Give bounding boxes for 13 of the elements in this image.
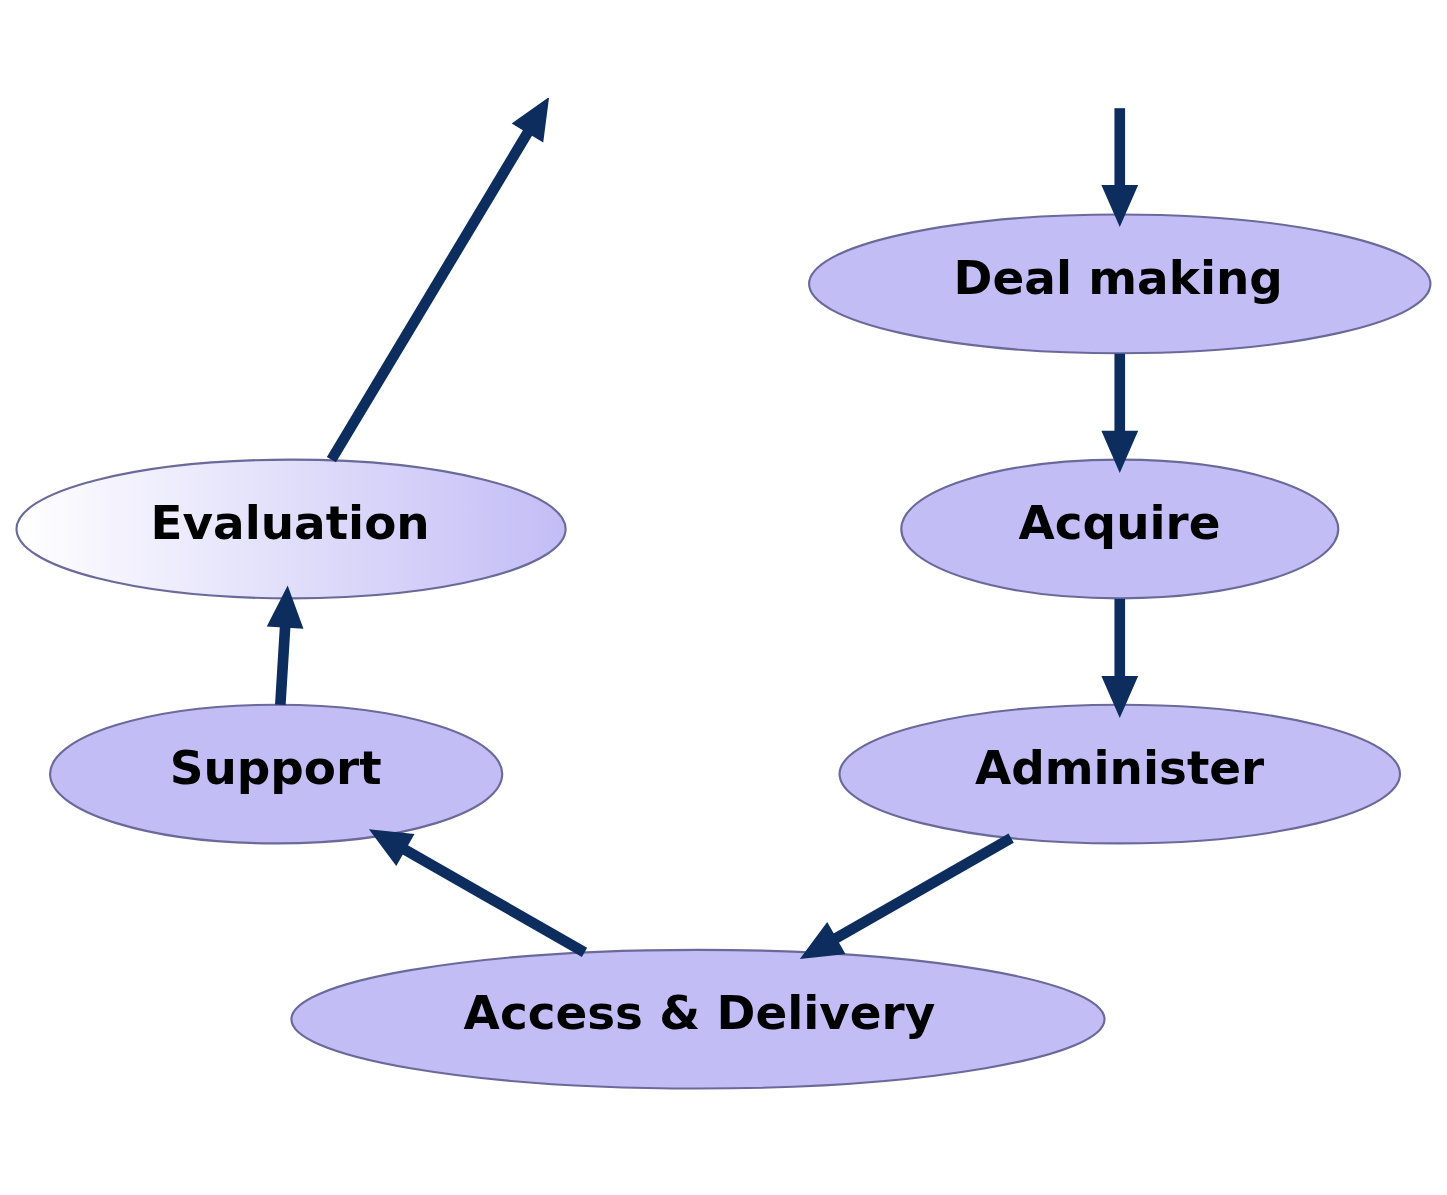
node-ellipse: Access & Delivery — [290, 948, 1106, 1090]
node-ellipse: Deal making — [808, 213, 1432, 355]
node-ellipse: Evaluation — [15, 458, 567, 600]
arrow — [326, 98, 550, 463]
arrow — [1101, 108, 1139, 228]
arrow — [368, 829, 588, 957]
node-ellipse: Support — [49, 703, 504, 845]
arrow — [1101, 598, 1139, 719]
arrow — [1101, 353, 1139, 473]
arrow — [266, 585, 304, 706]
arrow — [799, 833, 1014, 959]
node-ellipse: Administer — [838, 703, 1402, 845]
node-ellipse: Acquire — [900, 458, 1340, 600]
